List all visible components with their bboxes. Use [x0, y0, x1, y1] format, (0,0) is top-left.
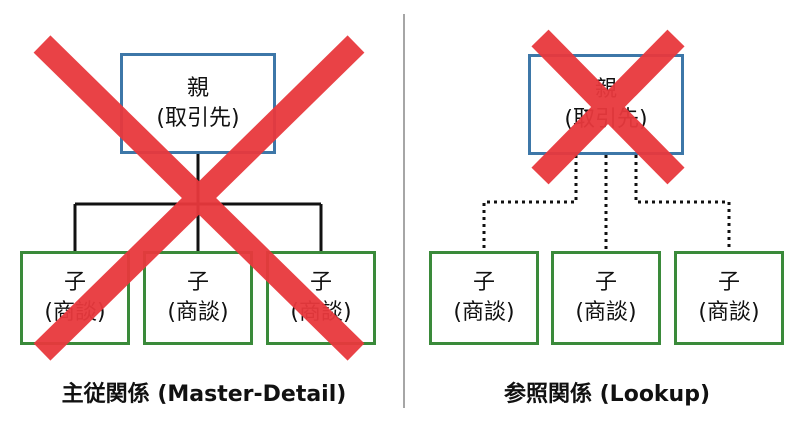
lu-child-subtitle: (商談) — [575, 300, 637, 325]
md-parent-box: 親 (取引先) — [120, 53, 276, 154]
lu-child-subtitle: (商談) — [698, 300, 760, 325]
md-child-box: 子 (商談) — [143, 251, 253, 345]
lu-child-title: 子 — [717, 270, 740, 295]
md-parent-subtitle: (取引先) — [156, 105, 240, 131]
md-parent-title: 親 — [186, 75, 209, 101]
lookup-connectors — [482, 155, 731, 251]
md-child-title: 子 — [63, 270, 86, 295]
lu-caption: 参照関係 (Lookup) — [503, 382, 711, 407]
lu-child-subtitle: (商談) — [453, 300, 515, 325]
md-child-subtitle: (商談) — [44, 300, 106, 325]
md-child-subtitle: (商談) — [167, 300, 229, 325]
lu-child-box: 子 (商談) — [674, 251, 784, 345]
lu-child-title: 子 — [594, 270, 617, 295]
md-child-title: 子 — [186, 270, 209, 295]
lu-child-box: 子 (商談) — [551, 251, 661, 345]
lu-branch-line — [482, 155, 578, 251]
lu-parent-title: 親 — [594, 76, 617, 102]
lu-parent-subtitle: (取引先) — [564, 106, 648, 132]
md-child-box: 子 (商談) — [266, 251, 376, 345]
lu-parent-box: 親 (取引先) — [528, 54, 684, 155]
md-child-title: 子 — [309, 270, 332, 295]
md-caption: 主従関係 (Master-Detail) — [61, 382, 347, 407]
lu-branch-line — [634, 155, 731, 251]
lu-child-box: 子 (商談) — [429, 251, 539, 345]
md-child-box: 子 (商談) — [20, 251, 130, 345]
master-detail-connectors — [73, 153, 323, 251]
lu-child-title: 子 — [472, 270, 495, 295]
md-child-subtitle: (商談) — [290, 300, 352, 325]
